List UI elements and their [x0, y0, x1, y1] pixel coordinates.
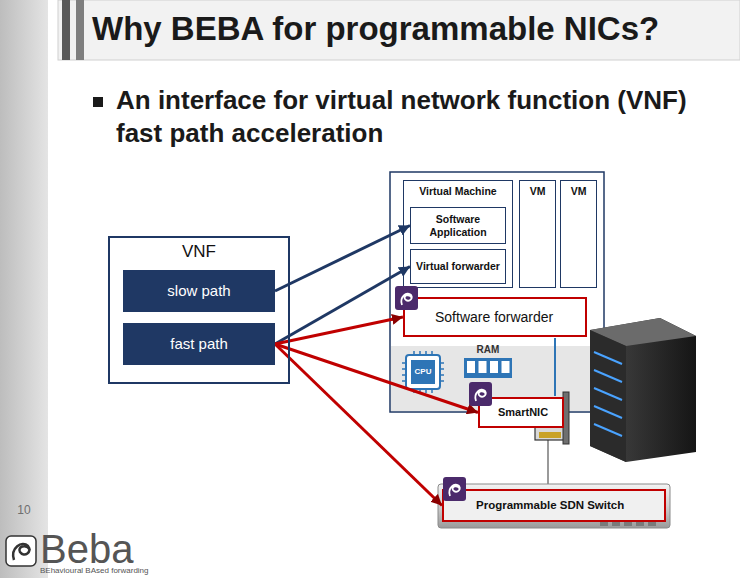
decor-line — [425, 351, 427, 355]
host-box — [390, 172, 604, 412]
bullet-square — [93, 97, 103, 107]
vnf-box: VNF slow path fast path — [108, 236, 290, 384]
node-text: Programmable SDN Switch — [476, 499, 624, 512]
node-text: VM — [561, 185, 596, 197]
decor-line — [413, 351, 415, 355]
nic-contacts — [539, 432, 561, 438]
decor-line — [594, 388, 622, 400]
forwarder-box: Virtual forwarder — [410, 249, 506, 284]
decor-rect — [624, 522, 632, 526]
vm-box: VM — [519, 180, 556, 288]
page-number: 10 — [6, 503, 42, 517]
connector-arrow — [275, 267, 410, 345]
slide-title: Why BEBA for programmable NICs? — [92, 10, 732, 48]
cpu-pins — [402, 351, 444, 393]
side-bar — [0, 0, 48, 578]
node-text: fast path — [170, 335, 228, 352]
switch-chassis — [438, 484, 670, 528]
brand-name: Beba — [40, 528, 170, 570]
node-text: Software forwarder — [435, 309, 553, 325]
node-text: VM — [520, 185, 555, 197]
node-text: Virtual Machine — [404, 185, 512, 197]
ram-chips — [467, 361, 510, 373]
chip-label: CPU — [407, 367, 439, 377]
decor-line — [440, 368, 444, 370]
node-text: slow path — [167, 282, 230, 299]
node-text: SmartNIC — [498, 406, 548, 419]
connector-arrow — [275, 317, 403, 344]
decor-line — [425, 389, 427, 393]
node-text: VNF — [110, 242, 288, 262]
decor-line — [594, 352, 622, 364]
decor-rect — [490, 361, 498, 373]
server-front — [590, 330, 626, 462]
title-band — [58, 0, 740, 60]
decor-line — [594, 370, 622, 382]
connector-arrow — [275, 344, 442, 506]
decor-rect — [636, 522, 644, 526]
vm-box: VM — [560, 180, 597, 288]
decor-line — [440, 362, 444, 364]
decor-line — [431, 389, 433, 393]
ram-label: RAM — [466, 344, 510, 356]
cpu-chip — [406, 355, 440, 389]
bullet-text: An interface for virtual network functio… — [116, 84, 731, 150]
title-bar — [76, 0, 84, 60]
decor-line — [431, 351, 433, 355]
decor-line — [594, 406, 622, 418]
decor-rect — [479, 361, 487, 373]
decor-line — [440, 380, 444, 382]
software-forwarder-box: Software forwarder — [403, 297, 587, 337]
decor-rect — [648, 522, 656, 526]
decor-line — [402, 374, 406, 376]
connector-arrow — [275, 344, 478, 413]
brand-tagline: BEhavioural BAsed forwarding — [40, 566, 200, 576]
decor-line — [402, 368, 406, 370]
decor-line — [402, 362, 406, 364]
server-tower — [590, 318, 696, 462]
title-bar — [62, 0, 70, 60]
server-leds — [594, 352, 622, 436]
beba-logo-swirl — [13, 544, 30, 560]
connector-arrow — [275, 226, 410, 292]
decor-rect — [600, 522, 608, 526]
app-box: Software Application — [410, 207, 506, 244]
switch-box: Programmable SDN Switch — [442, 489, 666, 522]
beba-logo-mark — [6, 536, 36, 566]
decor-line — [402, 380, 406, 382]
decor-line — [440, 374, 444, 376]
decor-rect — [467, 361, 475, 373]
ram-module — [464, 358, 512, 378]
switch-ports — [600, 522, 656, 526]
decor-rect — [502, 361, 510, 373]
vm-box: Virtual MachineSoftware ApplicationVirtu… — [403, 180, 513, 288]
decor-line — [594, 424, 622, 436]
node-text: Virtual forwarder — [416, 260, 500, 272]
path-box: slow path — [123, 270, 275, 312]
path-box: fast path — [123, 323, 275, 365]
bus-line — [554, 338, 556, 396]
smartnic-box: SmartNIC — [478, 397, 564, 428]
decor-line — [419, 351, 421, 355]
cable-line — [547, 440, 549, 486]
node-text: Software Application — [416, 213, 500, 237]
decor-rect — [612, 522, 620, 526]
